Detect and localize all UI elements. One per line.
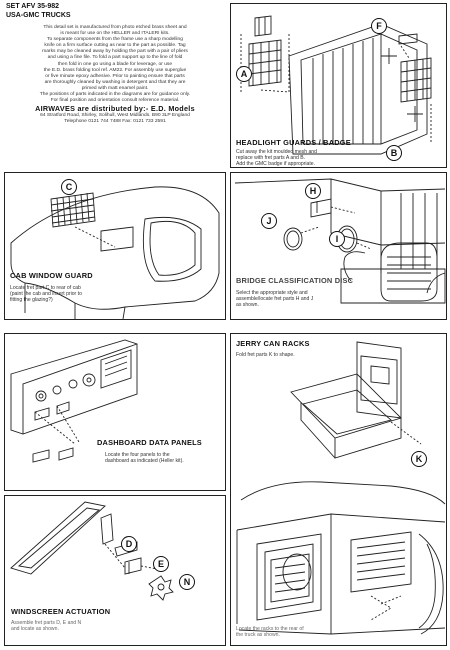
text-line: and locate as shown.: [11, 626, 59, 633]
page-title: USA-GMC TRUCKS: [6, 12, 71, 19]
text-line: Select the appropriate style and: [236, 290, 308, 296]
panel-bridge-classification-disc: H J I BRIDGE CLASSIFICATION DISC Select …: [230, 172, 447, 320]
text-line: Assemble fret parts D, E and N: [11, 620, 82, 626]
panel-dashboard-data-panels: DASHBOARD DATA PANELS Locate the four pa…: [4, 333, 226, 491]
panel-title: DASHBOARD DATA PANELS: [97, 438, 202, 447]
phone-line: Telephone 0121 744 7488 Fax: 0121 733 25…: [64, 119, 166, 125]
callout-e: E: [153, 556, 169, 572]
text-line: Locate fret part C to rear of cab: [10, 285, 81, 291]
callout-a: A: [236, 66, 252, 82]
intro-line: marks may be cleaned away by holding the…: [42, 49, 188, 55]
intro-line: This detail set is manufactured from pho…: [43, 25, 187, 30]
bridge-disc-diagram: [234, 178, 446, 304]
text-line: (paint the cab and insert prior to: [10, 291, 82, 298]
intro-line: the E.D. brass folding tool ref. AM22. F…: [43, 67, 187, 73]
callout-f: F: [371, 18, 387, 34]
intro-line: are thoroughly cleaned by washing in det…: [44, 79, 186, 85]
dashboard-diagram: [10, 339, 138, 463]
intro-line: and using a fine file. To fold a part su…: [47, 55, 183, 61]
text-line: dashboard as indicated (Heller kit).: [105, 458, 184, 465]
text-line: Locate the racks to the rear of: [236, 626, 304, 632]
text-line: replace with fret parts A and B.: [236, 155, 306, 162]
text-line: Locate the four panels to the: [105, 452, 170, 458]
callout-b: B: [386, 145, 402, 161]
callout-k: K: [411, 451, 427, 467]
intro-line: The positions of parts indicated in the …: [39, 92, 191, 98]
text-line: as shown.: [236, 302, 259, 309]
headlight-diagram: [240, 15, 432, 155]
intro-line: knife on a firm surface cutting as near …: [44, 43, 186, 49]
panel-title: BRIDGE CLASSIFICATION DISC: [236, 276, 354, 285]
windscreen-diagram: [10, 501, 174, 601]
panel-cab-window-guard: C CAB WINDOW GUARD Locate fret part C to…: [4, 172, 226, 320]
intro-line: or five minute epoxy adhesive. Prior to …: [45, 73, 185, 79]
panel-title: HEADLIGHT GUARDS / BADGE: [236, 138, 351, 147]
panel-text: Cut away the kit moulded mesh and replac…: [236, 149, 317, 168]
callout-c: C: [61, 179, 77, 195]
intro-text: This detail set is manufactured from pho…: [4, 25, 226, 125]
callout-d: D: [121, 536, 137, 552]
jerry-can-diagram: [236, 341, 446, 635]
panel-title: JERRY CAN RACKS: [236, 339, 310, 348]
panel-text: Assemble fret parts D, E and N and locat…: [11, 620, 81, 632]
intro-line: primed with matt enamel paint.: [81, 85, 149, 91]
distributor-line: AIRWAVES are distributed by:- E.D. Model…: [35, 104, 195, 114]
panel-title: WINDSCREEN ACTUATION: [11, 607, 111, 616]
callout-n: N: [179, 574, 195, 590]
callout-i: I: [329, 231, 345, 247]
text-line: Fold fret parts K to shape.: [236, 352, 295, 358]
panel-bottom-text: Locate the racks to the rear of the truc…: [236, 626, 304, 638]
intro-block: SET AFV 35-982 USA-GMC TRUCKS This detai…: [4, 3, 226, 155]
text-line: the truck as shown.: [236, 632, 280, 639]
callout-j: J: [261, 213, 277, 229]
callout-h: H: [305, 183, 321, 199]
panel-text: Select the appropriate style and assembl…: [236, 290, 313, 309]
panel-windscreen-actuation: D E N WINDSCREEN ACTUATION Assemble fret…: [4, 495, 226, 646]
cab-window-diagram: [10, 186, 220, 319]
text-line: fitting the glazing?): [10, 297, 53, 304]
panel-text: Fold fret parts K to shape.: [236, 352, 295, 358]
panel-jerry-can-racks: JERRY CAN RACKS Fold fret parts K to sha…: [230, 333, 447, 646]
panel-text: Locate the four panels to the dashboard …: [105, 452, 184, 464]
text-line: Add the GMC badge if appropriate.: [236, 161, 316, 168]
address-line: 64 Stratford Road, Shirley, Solihull, We…: [40, 113, 190, 119]
text-line: Cut away the kit moulded mesh and: [236, 149, 317, 155]
intro-line: For final position and orientation consu…: [50, 98, 180, 104]
panel-headlight-guards: A B F HEADLIGHT GUARDS / BADGE Cut away …: [230, 3, 447, 168]
text-line: assemble/locate fret parts H and J: [236, 296, 314, 303]
panel-title: CAB WINDOW GUARD: [10, 271, 93, 280]
intro-line: is meant for use on the HELLER and ITALE…: [60, 31, 170, 37]
intro-line: then fold in one go using a blade for le…: [57, 61, 173, 67]
set-number: SET AFV 35-982: [6, 3, 60, 10]
panel-text: Locate fret part C to rear of cab (paint…: [10, 285, 82, 304]
intro-line: To separate components from the frame us…: [47, 37, 183, 43]
